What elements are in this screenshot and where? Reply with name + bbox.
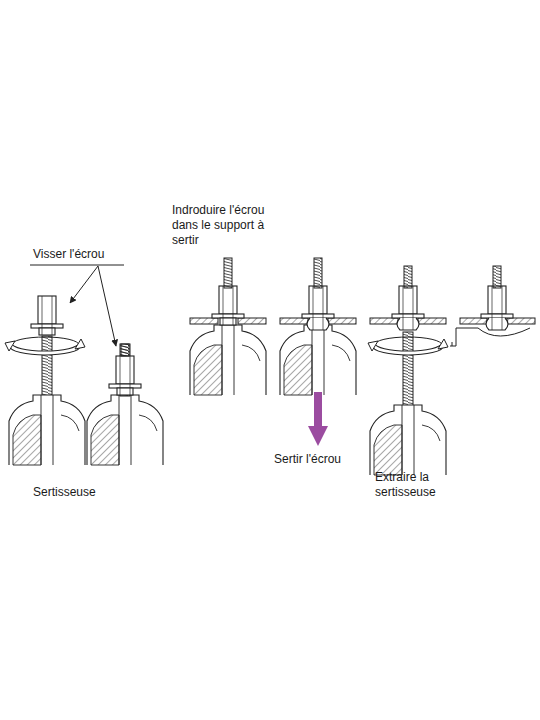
step-label: Sertir l'écrou <box>274 452 341 467</box>
step-label: Sertisseuse <box>33 485 96 500</box>
step-label: Extraire la sertisseuse <box>375 470 455 500</box>
step-label: Indroduire l'écrou dans le support à ser… <box>172 203 272 248</box>
step-label: Visser l'écrou <box>33 247 104 262</box>
